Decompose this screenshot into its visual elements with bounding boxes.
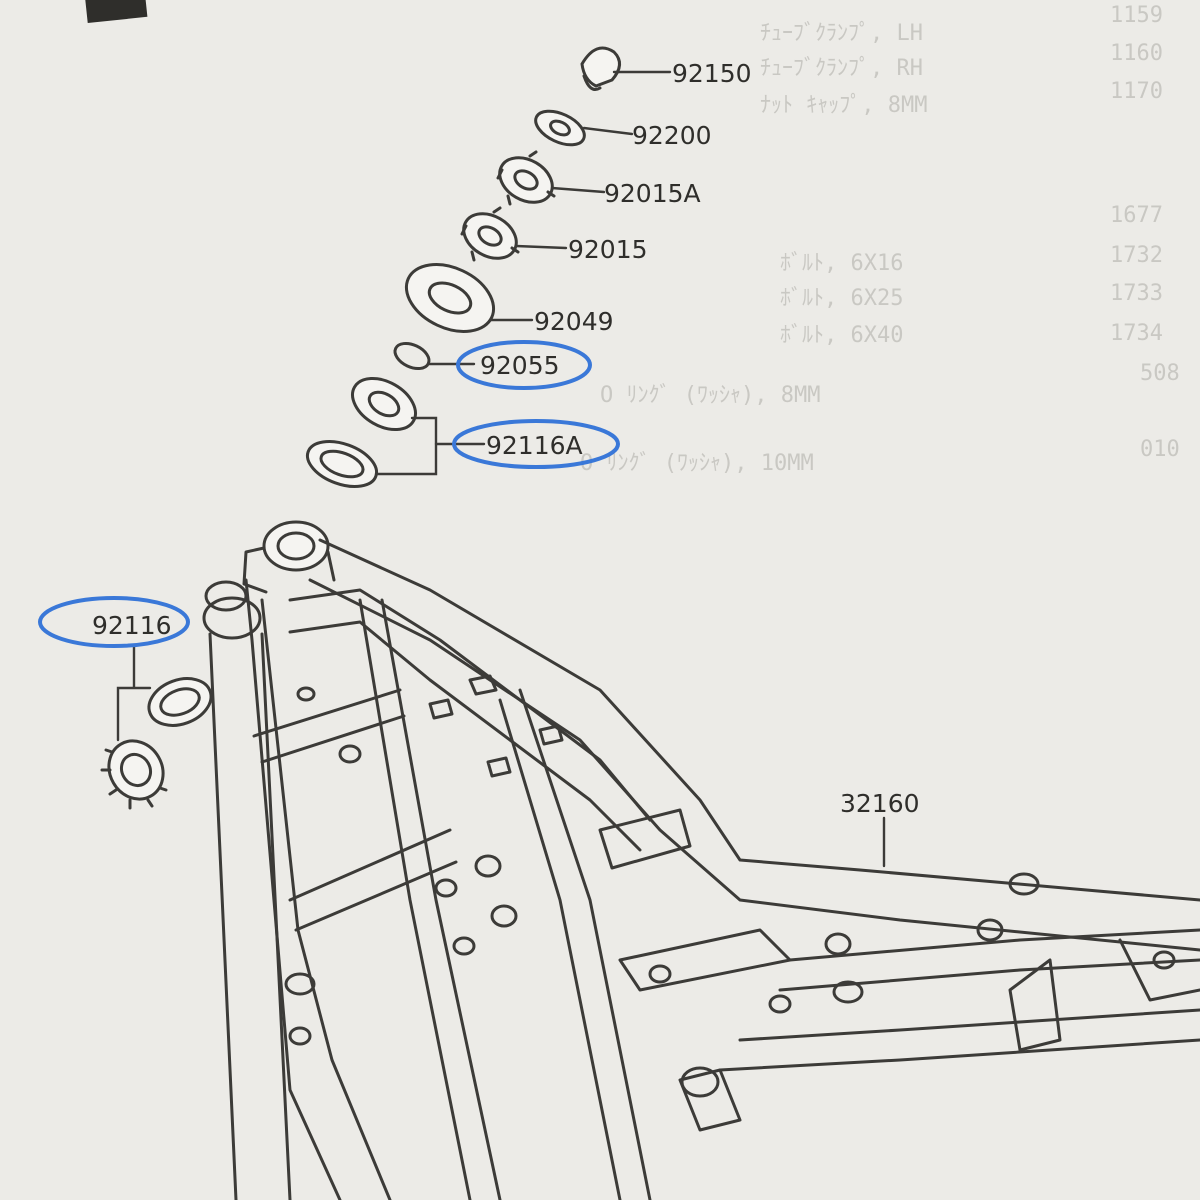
corner-label-block <box>84 0 148 24</box>
part-92015-nut <box>460 206 568 262</box>
ghost-code-8: 508 <box>1140 361 1180 386</box>
highlight-92116A <box>452 419 620 469</box>
ghost-row-7: O ﾘﾝｸﾞ (ﾜｯｼｬ), 8MM <box>600 383 820 408</box>
callout-92015: 92015 <box>568 235 648 264</box>
part-92150-cap <box>580 46 672 91</box>
part-92116-lower-bearing <box>100 644 213 810</box>
part-92200-washer <box>534 109 634 147</box>
ghost-row-3: ﾅｯﾄ ｷｬｯﾌﾟ, 8MM <box>760 93 927 118</box>
part-92015A-nut <box>496 150 606 206</box>
ghost-code-4: 1677 <box>1110 203 1163 228</box>
ghost-code-9: 010 <box>1140 437 1180 462</box>
ghost-code-5: 1732 <box>1110 243 1163 268</box>
ghost-code-1: 1159 <box>1110 3 1163 28</box>
ghost-row-4: ﾎﾞﾙﾄ, 6X16 <box>780 251 903 276</box>
highlight-92055 <box>456 340 592 390</box>
ghost-code-2: 1160 <box>1110 41 1163 66</box>
ghost-row-8: O ﾘﾝｸﾞ (ﾜｯｼｬ), 10MM <box>580 451 814 476</box>
highlight-92116 <box>38 596 190 648</box>
callout-92200: 92200 <box>632 121 712 150</box>
ghost-row-5: ﾎﾞﾙﾄ, 6X25 <box>780 286 903 311</box>
callout-92015A: 92015A <box>604 179 701 208</box>
callout-92055: 92055 <box>480 351 560 380</box>
callout-32160: 32160 <box>840 789 920 818</box>
highlight-circles <box>38 340 620 648</box>
ghost-code-7: 1734 <box>1110 321 1163 346</box>
ghost-row-6: ﾎﾞﾙﾄ, 6X40 <box>780 323 903 348</box>
ghost-code-6: 1733 <box>1110 281 1163 306</box>
part-32160-frame <box>202 520 1200 1200</box>
part-92116A-bearings <box>305 376 486 488</box>
callout-92049: 92049 <box>534 307 614 336</box>
callout-labels: 92150 92200 92015A 92015 92049 92055 921… <box>92 59 920 818</box>
ghost-code-3: 1170 <box>1110 79 1163 104</box>
part-92049-seal <box>404 263 534 333</box>
background-bleed-text: ﾁｭｰﾌﾞｸﾗﾝﾌﾟ, LH ﾁｭｰﾌﾞｸﾗﾝﾌﾟ, RH ﾅｯﾄ ｷｬｯﾌﾟ,… <box>580 3 1180 476</box>
ghost-row-1: ﾁｭｰﾌﾞｸﾗﾝﾌﾟ, LH <box>760 21 923 46</box>
callout-92116: 92116 <box>92 611 172 640</box>
callout-92150: 92150 <box>672 59 752 88</box>
part-92055-o-ring <box>393 341 476 371</box>
callout-92116A: 92116A <box>486 431 583 460</box>
ghost-row-2: ﾁｭｰﾌﾞｸﾗﾝﾌﾟ, RH <box>760 56 923 81</box>
